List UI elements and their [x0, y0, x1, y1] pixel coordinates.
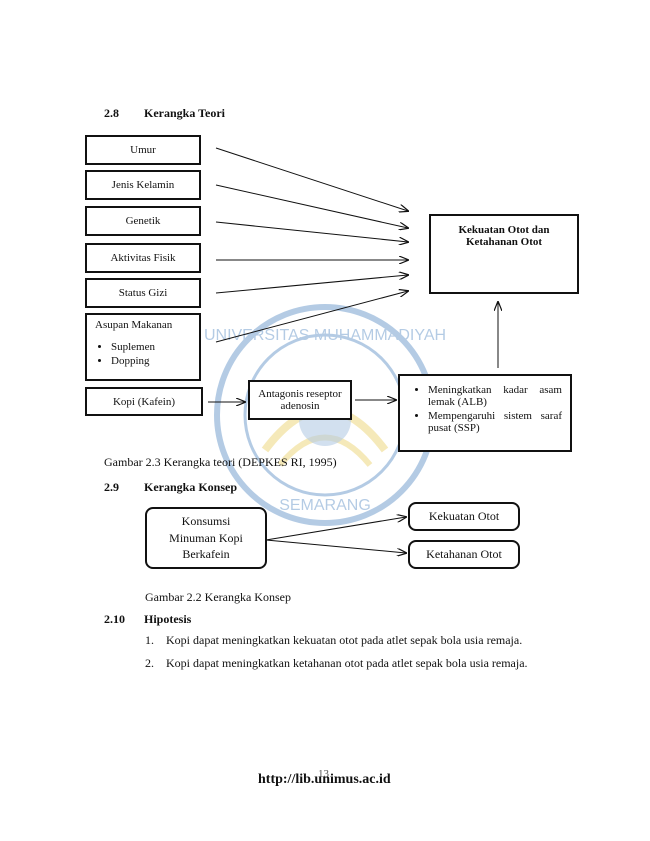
factor-label: Genetik — [125, 215, 161, 227]
konsep-target-label: Ketahanan Otot — [426, 547, 502, 561]
factor-label: Status Gizi — [118, 287, 168, 299]
hipotesis-num-2: 2. — [145, 656, 154, 670]
konsep-source-box: Konsumsi Minuman Kopi Berkafein — [145, 507, 267, 569]
effects-box: Meningkatkan kadar asam lemak (ALB) Memp… — [398, 374, 572, 452]
factor-label: Jenis Kelamin — [111, 179, 175, 191]
kopi-box: Kopi (Kafein) — [85, 387, 203, 416]
konsep-source-label: Konsumsi Minuman Kopi Berkafein — [169, 513, 243, 562]
svg-text:SEMARANG: SEMARANG — [279, 497, 371, 514]
svg-text:UNIVERSITAS MUHAMMADIYAH: UNIVERSITAS MUHAMMADIYAH — [205, 327, 445, 344]
arrow-jenis-kelamin — [215, 184, 408, 228]
asupan-makanan-box: Asupan Makanan Suplemen Dopping — [85, 313, 201, 381]
effects-list: Meningkatkan kadar asam lemak (ALB) Memp… — [410, 382, 562, 436]
outcome-box: Kekuatan Otot dan Ketahanan Otot — [429, 214, 579, 294]
section-2-8-title: Kerangka Teori — [144, 106, 226, 120]
konsep-target-ketahanan: Ketahanan Otot — [408, 540, 520, 569]
antagonis-box: Antagonis reseptor adenosin — [248, 380, 352, 420]
kopi-label: Kopi (Kafein) — [112, 395, 175, 408]
section-2-9-title: Kerangka Konsep — [144, 480, 238, 494]
outcome-label: Kekuatan Otot dan Ketahanan Otot — [458, 224, 550, 248]
asupan-item: Dopping — [111, 355, 155, 367]
factor-label: Aktivitas Fisik — [110, 252, 176, 264]
konsep-target-kekuatan: Kekuatan Otot — [408, 502, 520, 531]
footer-url[interactable]: http://lib.unimus.ac.id — [258, 772, 391, 787]
figure-caption-teori: Gambar 2.3 Kerangka teori (DEPKES RI, 19… — [104, 455, 337, 469]
antagonis-label: Antagonis reseptor adenosin — [258, 388, 342, 412]
effect-item: Mempengaruhi sistem saraf pusat (SSP) — [428, 410, 562, 434]
asupan-item: Suplemen — [111, 341, 155, 353]
effect-item: Meningkatkan kadar asam lemak (ALB) — [428, 384, 562, 408]
arrow-umur — [215, 147, 408, 211]
factor-box-jenis-kelamin: Jenis Kelamin — [85, 170, 201, 200]
arrow-status-gizi — [215, 275, 408, 294]
asupan-title: Asupan Makanan — [95, 319, 173, 331]
arrow-konsep-kekuatan — [265, 517, 406, 541]
asupan-list: Suplemen Dopping — [95, 339, 155, 369]
figure-caption-konsep: Gambar 2.2 Kerangka Konsep — [145, 590, 291, 604]
page-number: 13 — [318, 768, 329, 780]
arrow-konsep-ketahanan — [265, 539, 406, 553]
arrow-asupan — [215, 291, 408, 343]
factor-box-genetik: Genetik — [85, 206, 201, 236]
hipotesis-num-1: 1. — [145, 633, 154, 647]
arrow-genetik — [215, 221, 408, 242]
section-2-8-number: 2.8 — [104, 106, 119, 120]
section-2-10-title: Hipotesis — [144, 612, 192, 626]
hipotesis-text-1: Kopi dapat meningkatkan kekuatan otot pa… — [166, 633, 523, 647]
factor-box-aktivitas-fisik: Aktivitas Fisik — [85, 243, 201, 273]
factor-box-status-gizi: Status Gizi — [85, 278, 201, 308]
hipotesis-text-2: Kopi dapat meningkatkan ketahanan otot p… — [166, 656, 528, 670]
factor-box-umur: Umur — [85, 135, 201, 165]
section-2-10-number: 2.10 — [104, 612, 125, 626]
section-2-9-number: 2.9 — [104, 480, 119, 494]
konsep-target-label: Kekuatan Otot — [428, 509, 500, 523]
factor-label: Umur — [130, 144, 156, 156]
